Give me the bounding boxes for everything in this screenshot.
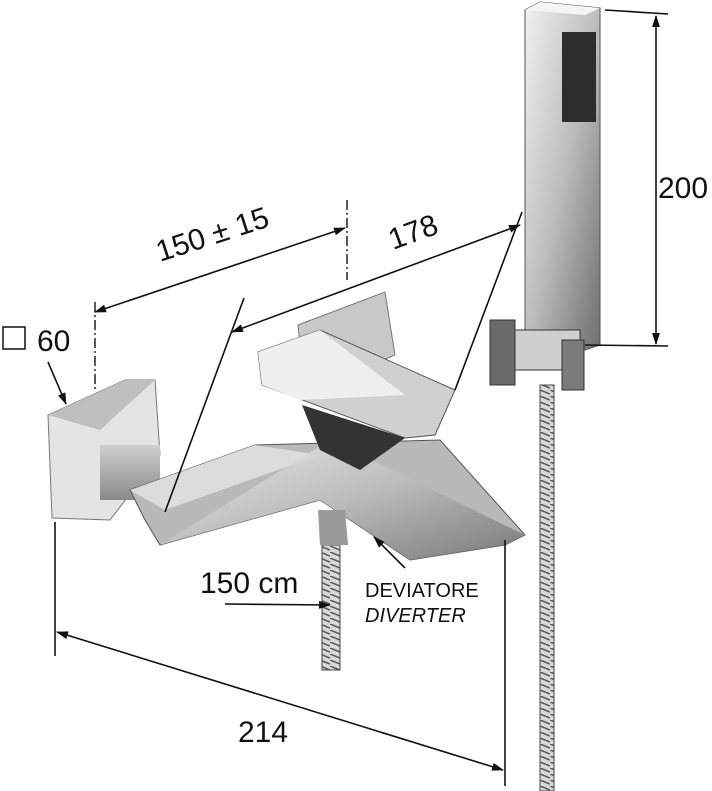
mixer-lever (257, 329, 456, 470)
dimension-label: 200 (658, 172, 708, 205)
mixer-body (129, 439, 526, 561)
dimension-rosette-size: 60 (2, 325, 70, 405)
diverter-label-english: DIVERTER (365, 605, 466, 627)
square-symbol-icon (2, 326, 26, 350)
dimension-label: 60 (37, 325, 70, 358)
shower-holder (489, 319, 585, 391)
hose-length-label: 150 cm (200, 567, 298, 600)
dimension-label: 214 (238, 716, 288, 749)
dimension-overall-width: 214 (54, 522, 506, 786)
hand-shower (524, 1, 601, 351)
diverter-label-italian: DEVIATORE (365, 580, 479, 602)
diverter-callout: DEVIATORE DIVERTER (365, 536, 479, 627)
dimension-hand-shower-height: 200 (584, 9, 708, 347)
spray-face (562, 32, 596, 122)
dimension-label: 178 (384, 208, 442, 256)
hose-length-callout: 150 cm (200, 567, 331, 609)
